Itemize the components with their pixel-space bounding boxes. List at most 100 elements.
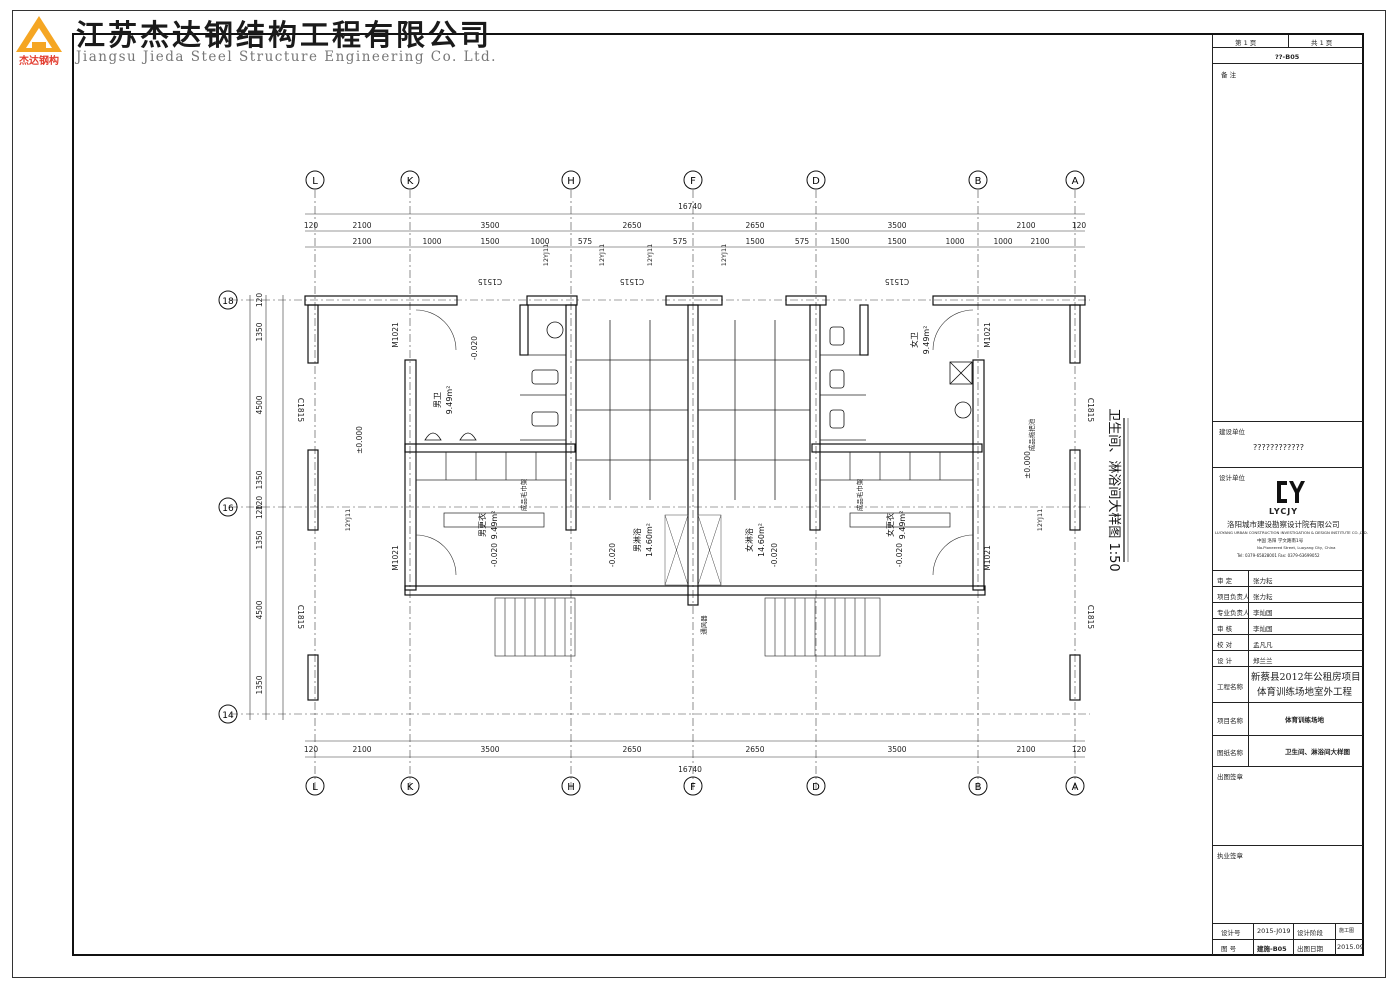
plan-label: 3500: [480, 221, 499, 230]
plan-label: ±0.000: [355, 426, 364, 454]
plan-label: 12YJ11: [720, 244, 728, 266]
plan-label: D: [812, 176, 820, 187]
designer-name-en: LUOYANG URBAN CONSTRUCTION INVESTIGATION…: [1215, 530, 1368, 535]
plan-label: 2650: [622, 745, 641, 754]
plan-label: K: [407, 176, 414, 187]
fixture-notes: 12YJ11 12YJ11 12YJ11 12YJ11 12YJ11 12YJ1…: [344, 244, 1044, 635]
axis-bubble-K-bottom: K: [400, 776, 420, 796]
staff-name: 李灿国: [1253, 609, 1273, 617]
date-value: 2015.09: [1337, 943, 1364, 951]
designer-label: 设计单位: [1219, 474, 1245, 482]
stairs: [494, 597, 881, 657]
exterior-walls: [304, 295, 1086, 701]
dimension-texts: 16740 16740 120 2100 3500 2650 2650 3500…: [304, 202, 1087, 774]
stamp-label: 出图签章: [1217, 773, 1243, 781]
plan-label: 1350: [255, 530, 264, 549]
designer-tel: Tel: 0379-65828001 Fax: 0379-63699052: [1237, 553, 1320, 558]
designer-name: 洛阳城市建设勘察设计院有限公司: [1227, 520, 1340, 529]
axis-bubble-A-bottom: A: [1065, 776, 1085, 796]
room-women-shower: 女淋浴: [744, 528, 754, 552]
plan-label: 1000: [945, 237, 964, 246]
staff-name: 张力耘: [1253, 593, 1273, 601]
plan-label: 1500: [830, 237, 849, 246]
plan-label: 2100: [352, 237, 371, 246]
plan-label: 1500: [480, 237, 499, 246]
drawing-no-label: 图 号: [1221, 945, 1237, 953]
project-value-2: 体育训练场地室外工程: [1257, 687, 1353, 698]
plan-label: 4500: [255, 395, 264, 414]
window-tag: C1815: [296, 605, 305, 630]
room-men-wc: 男卫: [433, 392, 442, 408]
plan-label: 120: [304, 745, 319, 754]
plan-label: -0.020: [895, 543, 904, 567]
axis-bubbles-top: L K H F D B A: [305, 170, 1085, 190]
axis-bubble-B-bottom: B: [968, 776, 988, 796]
drawing-frame: [72, 33, 1364, 956]
door-tag: M1021: [983, 545, 992, 571]
plan-label: 2100: [1016, 745, 1035, 754]
door-tag: M1021: [983, 322, 992, 348]
plan-label: 1350: [255, 322, 264, 341]
plan-label: F: [690, 782, 696, 793]
designer-logo-icon: [1277, 481, 1305, 503]
stage-label: 设计阶段: [1297, 929, 1323, 937]
door-tag: M1021: [391, 545, 400, 571]
room-women-wc: 女卫: [909, 332, 919, 348]
drawing-name-value: 卫生间、淋浴间大样图: [1285, 748, 1350, 756]
plan-label: 120: [255, 496, 264, 511]
plan-label: 成品毛巾架: [519, 478, 528, 511]
date-label: 出图日期: [1297, 945, 1323, 953]
item-value: 体育训练场地: [1285, 716, 1324, 724]
plan-label: H: [567, 782, 575, 793]
plan-label: 1000: [530, 237, 549, 246]
plan-label: F: [690, 176, 696, 187]
plan-label: 3500: [887, 221, 906, 230]
plan-label: 2650: [745, 221, 764, 230]
plan-label: 1350: [255, 470, 264, 489]
staff-name: 李灿国: [1253, 625, 1273, 633]
drawing-sheet: [12, 10, 1386, 978]
room-women-locker: 女更衣: [885, 513, 895, 537]
designer-logo-text: LYCJY: [1269, 507, 1298, 516]
window-door-tags: C1515 C1515 C1515 C1815 C1815 C1815 C181…: [296, 277, 1095, 629]
plan-label: A: [1072, 176, 1079, 187]
plan-label: 120: [1072, 221, 1087, 230]
plan-label: H: [567, 176, 575, 187]
plan-label: 4500: [255, 600, 264, 619]
axis-bubble-D: D: [806, 170, 826, 190]
window-tag: C1815: [296, 398, 305, 423]
plan-label: 2100: [352, 745, 371, 754]
left-dimension-texts: 120 1350 4500 1350 120 120 1350 4500 135…: [255, 293, 264, 695]
plan-label: 3500: [887, 745, 906, 754]
plan-label: K: [407, 782, 414, 793]
company-logo: [16, 16, 62, 52]
license-label: 执业签章: [1217, 852, 1243, 860]
plan-label: 2100: [352, 221, 371, 230]
plan-label: 12YJ11: [598, 244, 606, 266]
design-no-label: 设计号: [1221, 929, 1241, 937]
door-tag: M1021: [391, 322, 400, 348]
staff-role: 专业负责人: [1217, 609, 1250, 617]
plan-title: 卫生间、淋浴间大样图 1:50: [1106, 408, 1121, 571]
drain-hatch: [664, 514, 722, 586]
logo-label: 杰达钢构: [19, 56, 59, 67]
client-label: 建设单位: [1219, 428, 1245, 436]
axis-bubble-L: L: [305, 170, 325, 190]
staff-role: 校 对: [1217, 641, 1233, 649]
urinals: [424, 432, 477, 441]
plan-label: 1350: [255, 675, 264, 694]
plan-label: 通风器: [699, 615, 708, 635]
plan-label: L: [312, 782, 318, 793]
plan-label: 成品拖把池: [1027, 418, 1036, 451]
plan-label: 成品毛巾架: [855, 478, 864, 511]
plan-label: 120: [255, 505, 264, 520]
project-label: 工程名称: [1217, 683, 1243, 691]
axis-bubble-A: A: [1065, 170, 1085, 190]
plan-label: 1000: [422, 237, 441, 246]
level-marks: ±0.000 -0.020 -0.020 -0.020 -0.020 -0.02…: [355, 336, 1032, 567]
plan-label: 1500: [887, 237, 906, 246]
plan-label: 575: [795, 237, 810, 246]
axis-bubble-L-bottom: L: [305, 776, 325, 796]
staff-role: 项目负责人: [1217, 593, 1250, 601]
axis-grid: [230, 190, 1090, 790]
